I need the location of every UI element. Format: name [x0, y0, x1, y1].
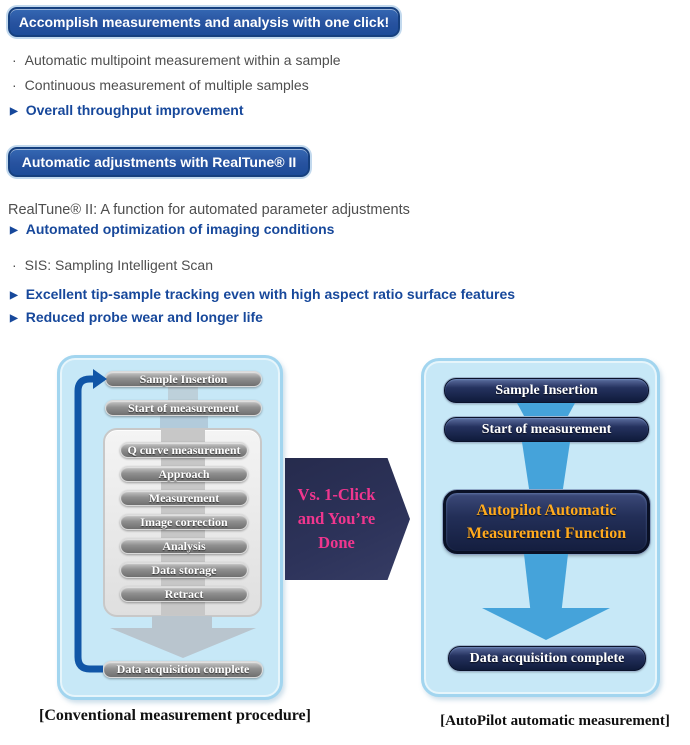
step-start-of-measurement: Start of measurement [105, 400, 262, 416]
down-arrow-stem [524, 554, 568, 608]
loop-steps-panel: Q curve measurement Approach Measurement… [103, 428, 262, 617]
step-measurement: Measurement [120, 490, 248, 506]
flow-connector [522, 442, 570, 490]
step-image-correction: Image correction [120, 514, 248, 530]
step-data-acquisition-complete: Data acquisition complete [448, 646, 646, 671]
right-triangle-icon: ▶ [10, 313, 18, 324]
bullet-multipoint: ·Automatic multipoint measurement within… [12, 52, 341, 68]
vs-arrow: Vs. 1-Click and You’re Done [285, 458, 410, 580]
vs-arrow-text: Vs. 1-Click and You’re Done [297, 485, 376, 552]
right-triangle-icon: ▶ [10, 290, 18, 301]
highlight-probe-wear: ▶Reduced probe wear and longer life [10, 309, 263, 325]
right-triangle-icon: ▶ [10, 106, 18, 117]
step-q-curve: Q curve measurement [120, 442, 248, 458]
autopilot-function-box: Autopilot Automatic Measurement Function [443, 490, 650, 554]
realtune-description: RealTune® II: A function for automated p… [8, 202, 410, 218]
down-arrow-stem [152, 616, 212, 628]
step-data-storage: Data storage [120, 562, 248, 578]
step-analysis: Analysis [120, 538, 248, 554]
highlight-tracking: ▶Excellent tip-sample tracking even with… [10, 286, 516, 302]
caption-autopilot: [AutoPilot automatic measurement] [440, 713, 670, 729]
right-triangle-icon: ▶ [10, 225, 18, 236]
highlight-optimization: ▶Automated optimization of imaging condi… [10, 221, 335, 237]
banner-one-click: Accomplish measurements and analysis wit… [8, 7, 400, 37]
conventional-flow-panel: Sample Insertion Start of measurement Q … [57, 355, 283, 700]
bullet-sis: ·SIS: Sampling Intelligent Scan [12, 257, 214, 273]
step-retract: Retract [120, 586, 248, 602]
step-data-acquisition-complete: Data acquisition complete [103, 661, 263, 678]
caption-conventional: [Conventional measurement procedure] [39, 707, 311, 724]
bullet-dot-icon: · [12, 52, 17, 68]
flow-connector [517, 403, 575, 418]
banner-realtune: Automatic adjustments with RealTune® II [8, 147, 310, 177]
down-arrow-icon [110, 628, 256, 658]
bullet-dot-icon: · [12, 257, 17, 273]
connector-band [168, 386, 198, 403]
step-start-of-measurement: Start of measurement [444, 417, 649, 442]
step-sample-insertion: Sample Insertion [105, 371, 262, 387]
highlight-throughput: ▶Overall throughput improvement [10, 102, 244, 118]
step-sample-insertion: Sample Insertion [444, 378, 649, 403]
step-approach: Approach [120, 466, 248, 482]
down-arrow-icon [482, 608, 610, 640]
autopilot-flow-panel: Sample Insertion Start of measurement Au… [421, 358, 660, 697]
bullet-dot-icon: · [12, 77, 17, 93]
bullet-continuous: ·Continuous measurement of multiple samp… [12, 77, 309, 93]
